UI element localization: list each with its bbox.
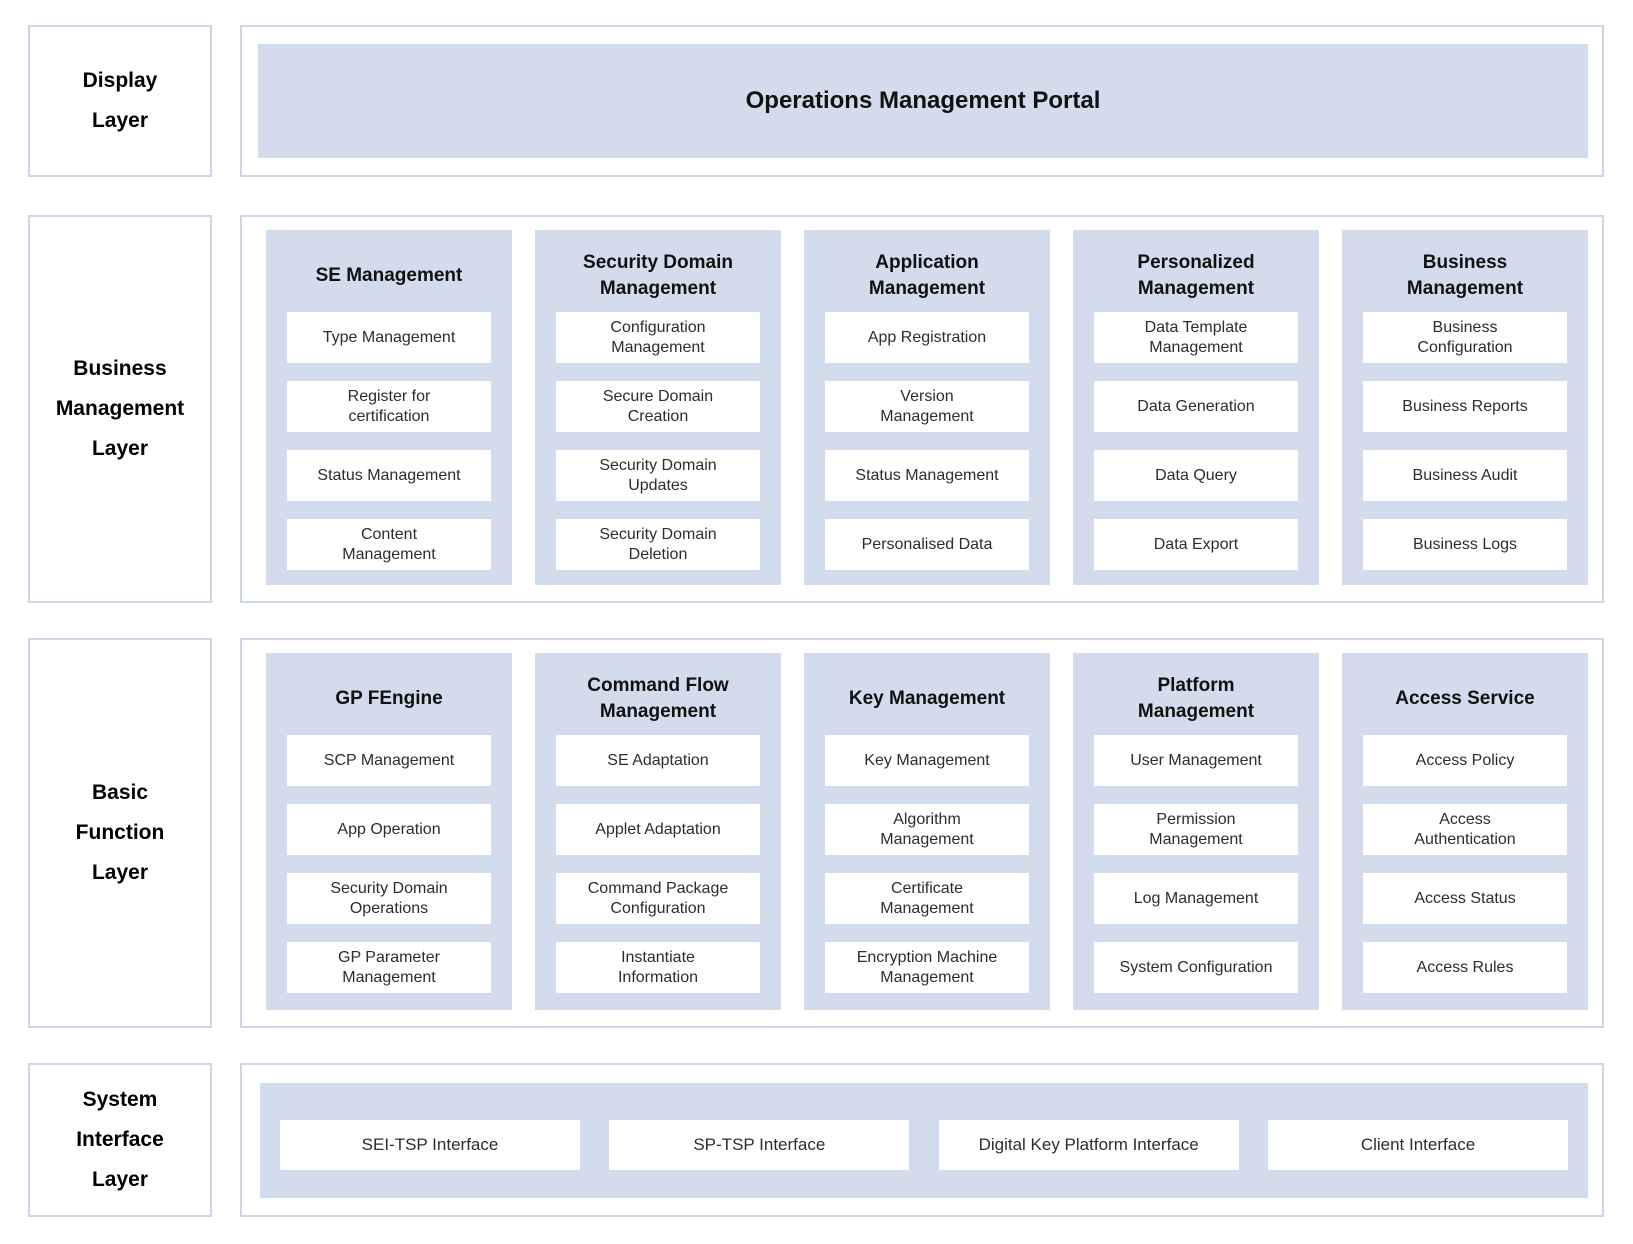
portal-header-bar: Operations Management Portal xyxy=(258,44,1588,158)
function-item: Data Export xyxy=(1094,519,1298,570)
function-group-title: GP FEngine xyxy=(335,688,443,709)
portal-title: Operations Management Portal xyxy=(745,87,1101,114)
function-item: Permission Management xyxy=(1094,804,1298,855)
function-item: Personalised Data xyxy=(825,519,1029,570)
function-item: Encryption Machine Management xyxy=(825,942,1029,993)
function-item: User Management xyxy=(1094,735,1298,786)
layer-row-display: Display Layer Operations Management Port… xyxy=(0,25,1633,177)
function-item: Version Management xyxy=(825,381,1029,432)
function-item: Data Template Management xyxy=(1094,312,1298,363)
function-item: Access Policy xyxy=(1363,735,1567,786)
function-item: Status Management xyxy=(287,450,491,501)
function-item: Applet Adaptation xyxy=(556,804,760,855)
function-item: Security Domain Deletion xyxy=(556,519,760,570)
function-item: Status Management xyxy=(825,450,1029,501)
function-item: Data Query xyxy=(1094,450,1298,501)
interface-item: Digital Key Platform Interface xyxy=(938,1119,1239,1170)
function-item: SE Adaptation xyxy=(556,735,760,786)
function-item: Algorithm Management xyxy=(825,804,1029,855)
function-group-title: Command Flow Management xyxy=(587,675,729,722)
interface-item: Client Interface xyxy=(1267,1119,1568,1170)
interface-bar: SEI-TSP Interface SP-TSP Interface Digital… xyxy=(260,1083,1588,1198)
function-item: App Registration xyxy=(825,312,1029,363)
interface-item: SEI-TSP Interface xyxy=(280,1119,580,1170)
function-item: SCP Management xyxy=(287,735,491,786)
function-item: Business Configuration xyxy=(1363,312,1567,363)
function-item: GP Parameter Management xyxy=(287,942,491,993)
system-interface-panel: SEI-TSP Interface SP-TSP Interface Digital… xyxy=(240,1063,1604,1217)
layer-row-system-interface: System Interface Layer SEI-TSP Interface… xyxy=(0,1063,1633,1217)
layer-label-basic-function: Basic Function Layer xyxy=(28,638,212,1028)
layer-label-business-management: Business Management Layer xyxy=(28,215,212,603)
function-item: Access Status xyxy=(1363,873,1567,924)
function-group-title: Application Management xyxy=(868,252,986,299)
function-item: System Configuration xyxy=(1094,942,1298,993)
function-item: App Operation xyxy=(287,804,491,855)
function-item: Command Package Configuration xyxy=(556,873,760,924)
function-item: Secure Domain Creation xyxy=(556,381,760,432)
function-item: Data Generation xyxy=(1094,381,1298,432)
function-item: Access Rules xyxy=(1363,942,1567,993)
function-item: Configuration Management xyxy=(556,312,760,363)
display-layer-panel: Operations Management Portal xyxy=(240,25,1604,177)
function-item: Certificate Management xyxy=(825,873,1029,924)
function-group-title: Key Management xyxy=(848,688,1006,709)
function-group-title: Access Service xyxy=(1395,688,1535,709)
function-group-title: SE Management xyxy=(315,265,463,286)
function-item: Register for certification xyxy=(287,381,491,432)
function-item: Instantiate Information xyxy=(556,942,760,993)
function-item: Content Management xyxy=(287,519,491,570)
layer-label-display: Display Layer xyxy=(28,25,212,177)
function-item: Log Management xyxy=(1094,873,1298,924)
function-item: Key Management xyxy=(825,735,1029,786)
function-item: Business Logs xyxy=(1363,519,1567,570)
interface-item: SP-TSP Interface xyxy=(609,1119,910,1170)
function-group-title: Business Management xyxy=(1406,252,1524,299)
function-group-title: Platform Management xyxy=(1137,675,1255,722)
function-item: Type Management xyxy=(287,312,491,363)
function-item: Business Reports xyxy=(1363,381,1567,432)
layer-label-system-interface: System Interface Layer xyxy=(28,1063,212,1217)
function-item: Access Authentication xyxy=(1363,804,1567,855)
function-item: Security Domain Operations xyxy=(287,873,491,924)
function-group-title: Security Domain Management xyxy=(583,252,733,299)
function-item: Security Domain Updates xyxy=(556,450,760,501)
function-group-title: Personalized Management xyxy=(1137,252,1255,299)
function-item: Business Audit xyxy=(1363,450,1567,501)
